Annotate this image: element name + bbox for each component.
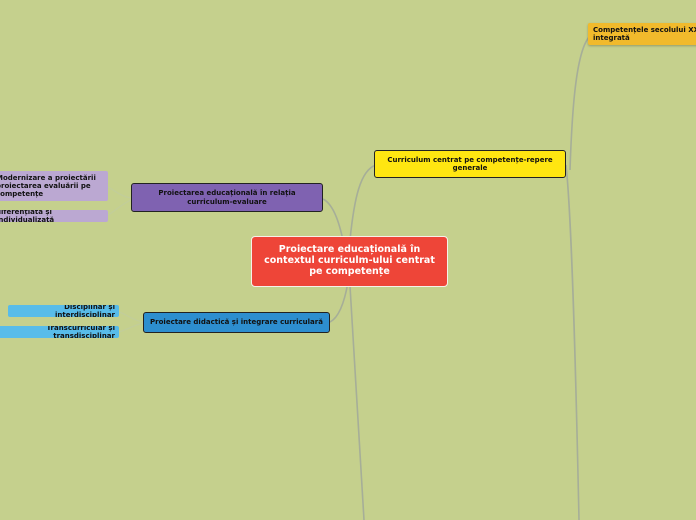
connector-curriculum-competente <box>569 35 591 171</box>
branch-proiectare-didactica[interactable]: Proiectare didactică și integrare curric… <box>143 312 330 333</box>
leaf-transdisciplinar-label: Transcurricular și transdisciplinar <box>46 326 115 338</box>
connector-evaluare-modernizare <box>107 186 132 199</box>
branch-competente-label: Competențele secolului XXI integrată <box>593 25 696 42</box>
leaf-interdisciplinar-label: Disciplinar și interdisciplinar <box>54 305 115 317</box>
connector-didactica-transdisciplinar <box>118 322 144 333</box>
leaf-modernizare-label: Modernizare a proiectării proiectarea ev… <box>0 173 96 199</box>
leaf-disciplinar-interdisciplinar[interactable]: Disciplinar și interdisciplinar <box>8 305 119 317</box>
leaf-diferentiata-label: diferențiată și individualizată <box>0 210 55 222</box>
connector-central-curriculum <box>349 164 377 241</box>
branch-curriculum-label: Curriculum centrat pe competențe-repere … <box>387 155 553 172</box>
leaf-diferentiata[interactable]: diferențiată și individualizată <box>0 210 108 222</box>
connector-curriculum-trunk <box>565 164 580 520</box>
leaf-modernizare-proiectarii[interactable]: Modernizare a proiectării proiectarea ev… <box>0 171 108 201</box>
branch-didactica-label: Proiectare didactică și integrare curric… <box>150 318 323 327</box>
leaf-transcurricular-transdisciplinar[interactable]: Transcurricular și transdisciplinar <box>0 326 119 338</box>
central-topic[interactable]: Proiectare educațională în contextul cur… <box>251 236 448 287</box>
branch-proiectare-evaluare[interactable]: Proiectarea educațională în relația curr… <box>131 183 323 212</box>
connector-evaluare-diferentiata <box>107 199 132 216</box>
connector-central-didactica <box>329 281 349 323</box>
connector-didactica-interdisciplinar <box>118 311 144 323</box>
branch-competente-secolului[interactable]: Competențele secolului XXI integrată <box>588 23 696 45</box>
branch-curriculum-competente[interactable]: Curriculum centrat pe competențe-repere … <box>374 150 566 178</box>
central-topic-label: Proiectare educațională în contextul cur… <box>264 244 435 277</box>
branch-evaluare-label: Proiectarea educațională în relația curr… <box>158 189 296 206</box>
connector-trunk <box>349 285 365 520</box>
